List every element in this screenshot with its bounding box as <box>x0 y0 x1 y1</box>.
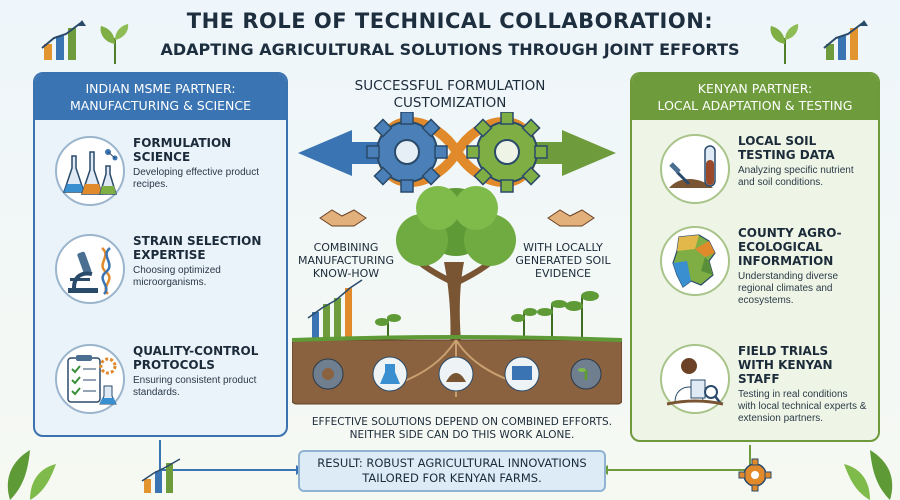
leaf-cluster-icon <box>844 450 893 500</box>
kenyan-partner-header-line1: KENYAN PARTNER: <box>697 81 813 96</box>
quality-control-title: QUALITY-CONTROL PROTOCOLS <box>133 344 259 372</box>
combined-efforts-line2: NEITHER SIDE CAN DO THIS WORK ALONE. <box>349 429 575 441</box>
leaf-cluster-icon <box>7 450 56 500</box>
title-block: THE ROLE OF TECHNICAL COLLABORATION: ADA… <box>150 8 750 70</box>
leaf-sprout-icon <box>770 24 799 64</box>
strain-selection-desc: Choosing optimized microorganisms. <box>133 265 221 288</box>
soil-flask-icon <box>372 356 408 392</box>
strain-selection-title: STRAIN SELECTION EXPERTISE <box>133 234 262 262</box>
quality-control-item: QUALITY-CONTROL PROTOCOLS Ensuring consi… <box>55 344 263 414</box>
quality-control-desc: Ensuring consistent product standards. <box>133 375 257 398</box>
kenyan-partner-header: KENYAN PARTNER: LOCAL ADAPTATION & TESTI… <box>632 74 878 120</box>
result-line2: TAILORED FOR KENYAN FARMS. <box>362 471 542 485</box>
right-arrow-icon <box>512 130 616 176</box>
bar-chart-icon <box>823 20 868 60</box>
center-title: SUCCESSFUL FORMULATION CUSTOMIZATION <box>330 78 570 112</box>
kenyan-partner-header-line2: LOCAL ADAPTATION & TESTING <box>657 98 853 113</box>
soil-sample-icon <box>438 356 474 392</box>
lab-flasks-icon <box>55 136 125 206</box>
center-title-line1: SUCCESSFUL FORMULATION <box>354 78 546 94</box>
soil-monitor-icon <box>504 356 540 392</box>
field-trials-title: FIELD TRIALS WITH KENYAN STAFF <box>738 344 833 386</box>
agro-ecological-title: COUNTY AGRO-ECOLOGICAL INFORMATION <box>738 226 842 268</box>
formulation-science-desc: Developing effective product recipes. <box>133 167 260 190</box>
bar-chart-icon <box>141 458 181 493</box>
result-box: RESULT: ROBUST AGRICULTURAL INNOVATIONS … <box>298 450 606 492</box>
gear-icon <box>738 458 772 492</box>
bar-chart-icon <box>41 20 86 60</box>
kenyan-partner-panel: KENYAN PARTNER: LOCAL ADAPTATION & TESTI… <box>630 72 880 442</box>
page-subtitle: ADAPTING AGRICULTURAL SOLUTIONS THROUGH … <box>160 40 740 59</box>
indian-partner-header: INDIAN MSME PARTNER: MANUFACTURING & SCI… <box>35 74 286 120</box>
clipboard-checklist-icon <box>55 344 125 414</box>
field-scientist-icon <box>660 344 730 414</box>
combined-efforts-line1: EFFECTIVE SOLUTIONS DEPEND ON COMBINED E… <box>311 416 613 428</box>
soil-test-tube-icon <box>660 134 730 204</box>
handshake-icon <box>547 209 595 227</box>
soil-gear-icon <box>312 358 344 390</box>
strain-selection-item: STRAIN SELECTION EXPERTISE Choosing opti… <box>55 234 263 304</box>
soil-testing-title: LOCAL SOIL TESTING DATA <box>738 134 835 162</box>
seedlings-icon <box>375 291 599 340</box>
tree-icon <box>396 186 516 352</box>
result-line1: RESULT: ROBUST AGRICULTURAL INNOVATIONS <box>317 456 587 470</box>
manufacturing-caption: COMBINING MANUFACTURING KNOW-HOW <box>297 241 395 280</box>
soil-testing-desc: Analyzing specific nutrient and soil con… <box>738 165 854 188</box>
blue-gear-icon <box>366 112 448 193</box>
page-title: THE ROLE OF TECHNICAL COLLABORATION: <box>186 9 714 33</box>
formulation-science-item: FORMULATION SCIENCE Developing effective… <box>55 136 263 206</box>
kenya-map-icon <box>660 226 730 296</box>
field-trials-desc: Testing in real conditions with local te… <box>738 389 867 424</box>
soil-plant-gear-icon <box>570 358 602 390</box>
left-arrow-icon <box>298 130 402 176</box>
handshake-icon <box>319 209 367 227</box>
formulation-science-title: FORMULATION SCIENCE <box>133 136 232 164</box>
agro-ecological-item: COUNTY AGRO-ECOLOGICAL INFORMATION Under… <box>660 226 868 307</box>
green-gear-icon <box>466 112 548 193</box>
collaboration-illustration <box>292 112 622 405</box>
center-title-line2: CUSTOMIZATION <box>393 95 507 111</box>
indian-partner-header-line2: MANUFACTURING & SCIENCE <box>69 98 252 113</box>
microscope-dna-icon <box>55 234 125 304</box>
soil-testing-item: LOCAL SOIL TESTING DATA Analyzing specif… <box>660 134 868 204</box>
soil-evidence-caption: WITH LOCALLY GENERATED SOIL EVIDENCE <box>515 241 611 280</box>
agro-ecological-desc: Understanding diverse regional climates … <box>738 271 839 306</box>
growth-chart-icon <box>307 279 363 340</box>
leaf-sprout-icon <box>100 24 129 64</box>
field-trials-item: FIELD TRIALS WITH KENYAN STAFF Testing i… <box>660 344 868 425</box>
indian-partner-header-line1: INDIAN MSME PARTNER: <box>85 81 236 96</box>
combined-efforts-note: EFFECTIVE SOLUTIONS DEPEND ON COMBINED E… <box>297 416 627 442</box>
indian-partner-panel: INDIAN MSME PARTNER: MANUFACTURING & SCI… <box>33 72 288 437</box>
